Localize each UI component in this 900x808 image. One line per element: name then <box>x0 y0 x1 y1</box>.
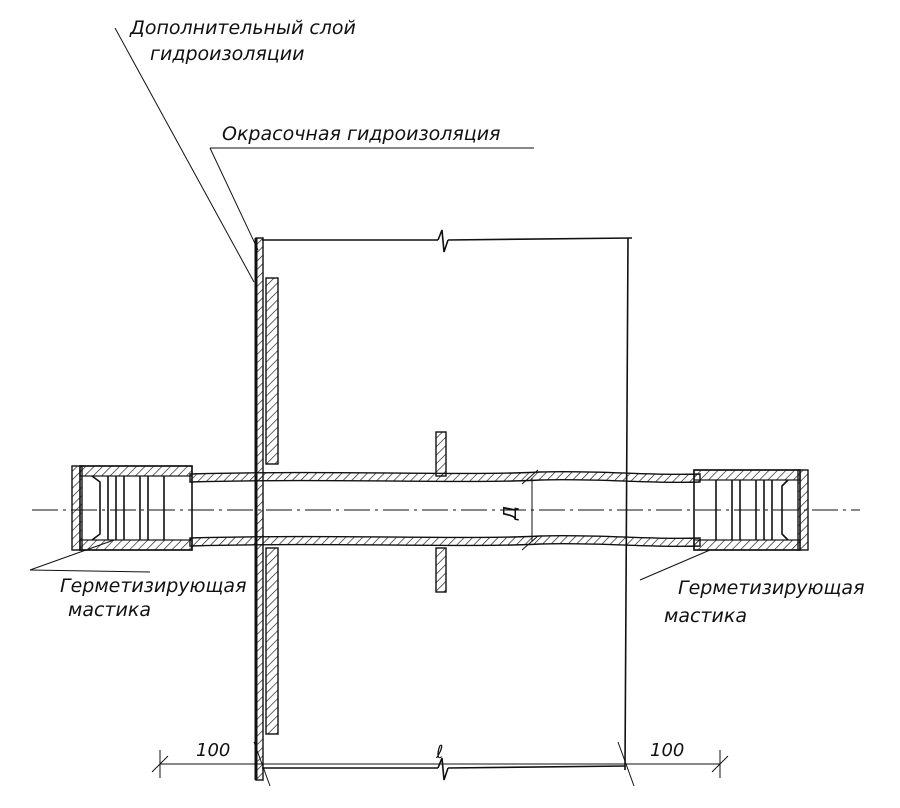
leader-lines <box>29 27 711 581</box>
sealing-mastic-left-line1: Герметизирующая <box>60 575 247 597</box>
puddle-flange <box>435 431 447 593</box>
additional-waterproofing-layer <box>265 277 279 735</box>
left-end-coupling <box>71 465 193 551</box>
sealing-mastic-right-line1: Герметизирующая <box>678 577 865 599</box>
dim-wall-thickness: ℓ <box>435 742 443 763</box>
additional-layer-label-line1: Дополнительный слой <box>129 17 356 39</box>
wall-outline <box>262 229 633 781</box>
dim-right-100: 100 <box>650 740 684 761</box>
dimension-lines <box>151 469 729 787</box>
pipe-sleeve <box>189 470 701 548</box>
sealing-mastic-left-line2: мастика <box>68 599 151 621</box>
additional-layer-label-line2: гидроизоляции <box>150 43 304 65</box>
dim-left-100: 100 <box>196 740 230 761</box>
sealing-mastic-right-line2: мастика <box>664 605 747 627</box>
paint-waterproofing-label: Окрасочная гидроизоляция <box>222 123 500 145</box>
dim-pipe-diameter: Д <box>500 506 521 521</box>
paint-waterproofing-layer <box>254 237 264 781</box>
